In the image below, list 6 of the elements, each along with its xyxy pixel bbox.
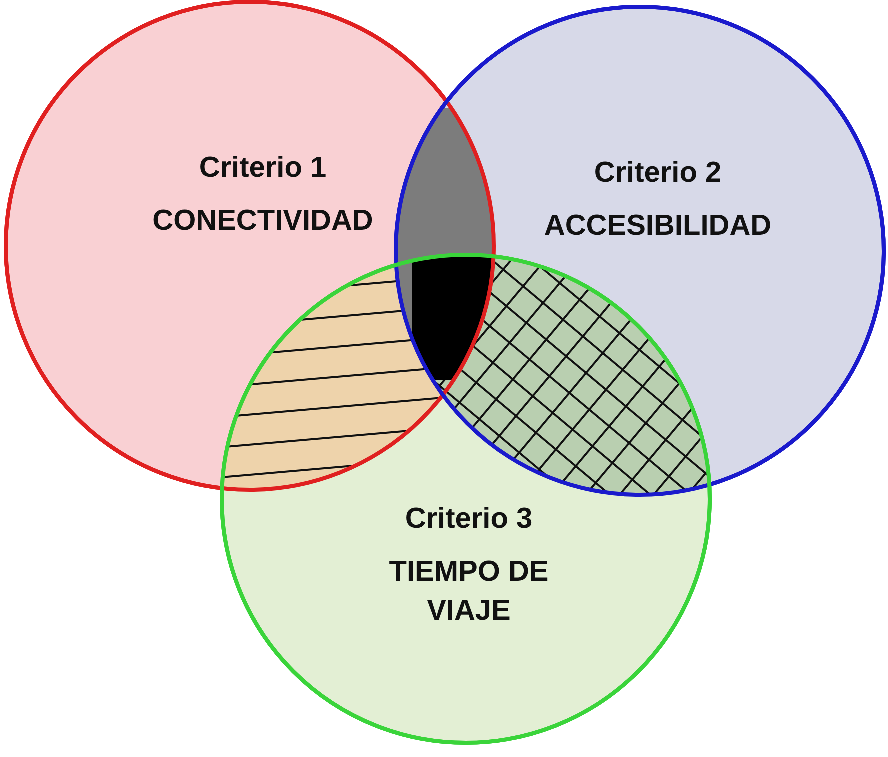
criterion-name: ACCESIBILIDAD <box>544 210 772 242</box>
criterion-name: CONECTIVIDAD <box>152 205 374 238</box>
criterion-title: Criterio 3 <box>405 503 533 535</box>
criterion-title: Criterio 1 <box>199 152 327 184</box>
criterion-title: Criterio 2 <box>594 157 722 189</box>
criterion-name: TIEMPO DE VIAJE <box>389 556 549 628</box>
